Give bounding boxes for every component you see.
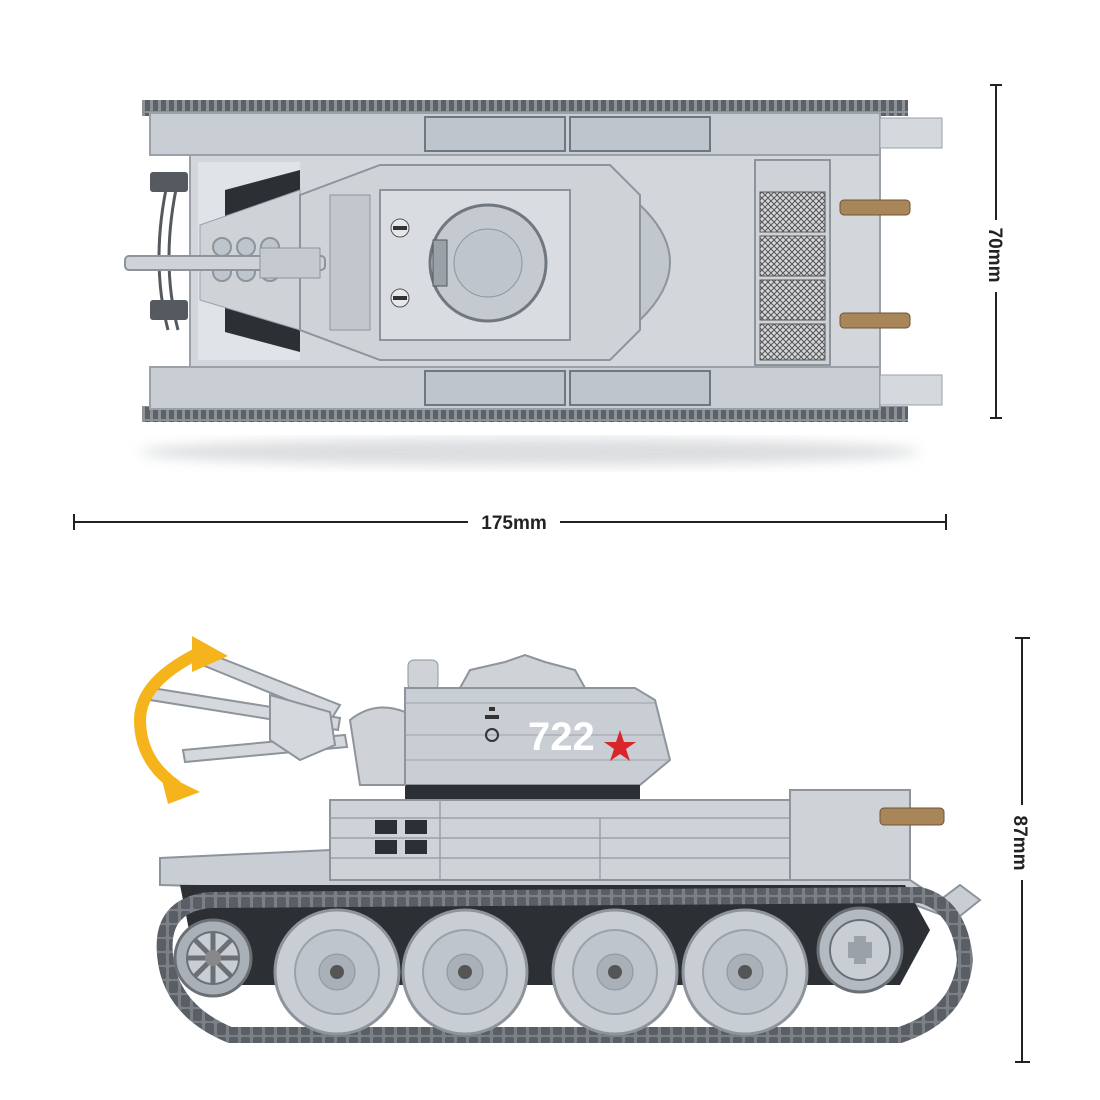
width-label: 175mm: [481, 513, 547, 534]
road-wheel: [681, 908, 809, 1036]
red-star-icon: [604, 730, 636, 761]
height-dimension: 87mm: [1009, 637, 1030, 1063]
gun-barrels-elevation: [148, 646, 349, 764]
height-label: 87mm: [1009, 816, 1030, 871]
road-wheel: [551, 908, 679, 1036]
exhaust-pipe-side: [879, 807, 945, 826]
drive-sprocket: [173, 918, 253, 998]
depth-dimension: 70mm: [984, 84, 1005, 419]
road-wheel: [273, 908, 401, 1036]
tank-top-view: [124, 100, 943, 466]
gun-mantlet: [348, 706, 406, 786]
rotate-arrow-icon: [133, 636, 228, 804]
idler-wheel: [816, 906, 904, 994]
exhaust-pipe-1: [839, 199, 911, 216]
track-side: [156, 886, 974, 1043]
width-dimension: 175mm: [73, 513, 947, 534]
road-wheels: [273, 908, 809, 1036]
depth-label: 70mm: [984, 228, 1005, 283]
hull-side: [329, 799, 801, 881]
tank-side-view: 722: [133, 636, 982, 1043]
hull-number: 722: [528, 715, 595, 759]
exhaust-pipe-2: [839, 312, 911, 329]
road-wheel: [401, 908, 529, 1036]
